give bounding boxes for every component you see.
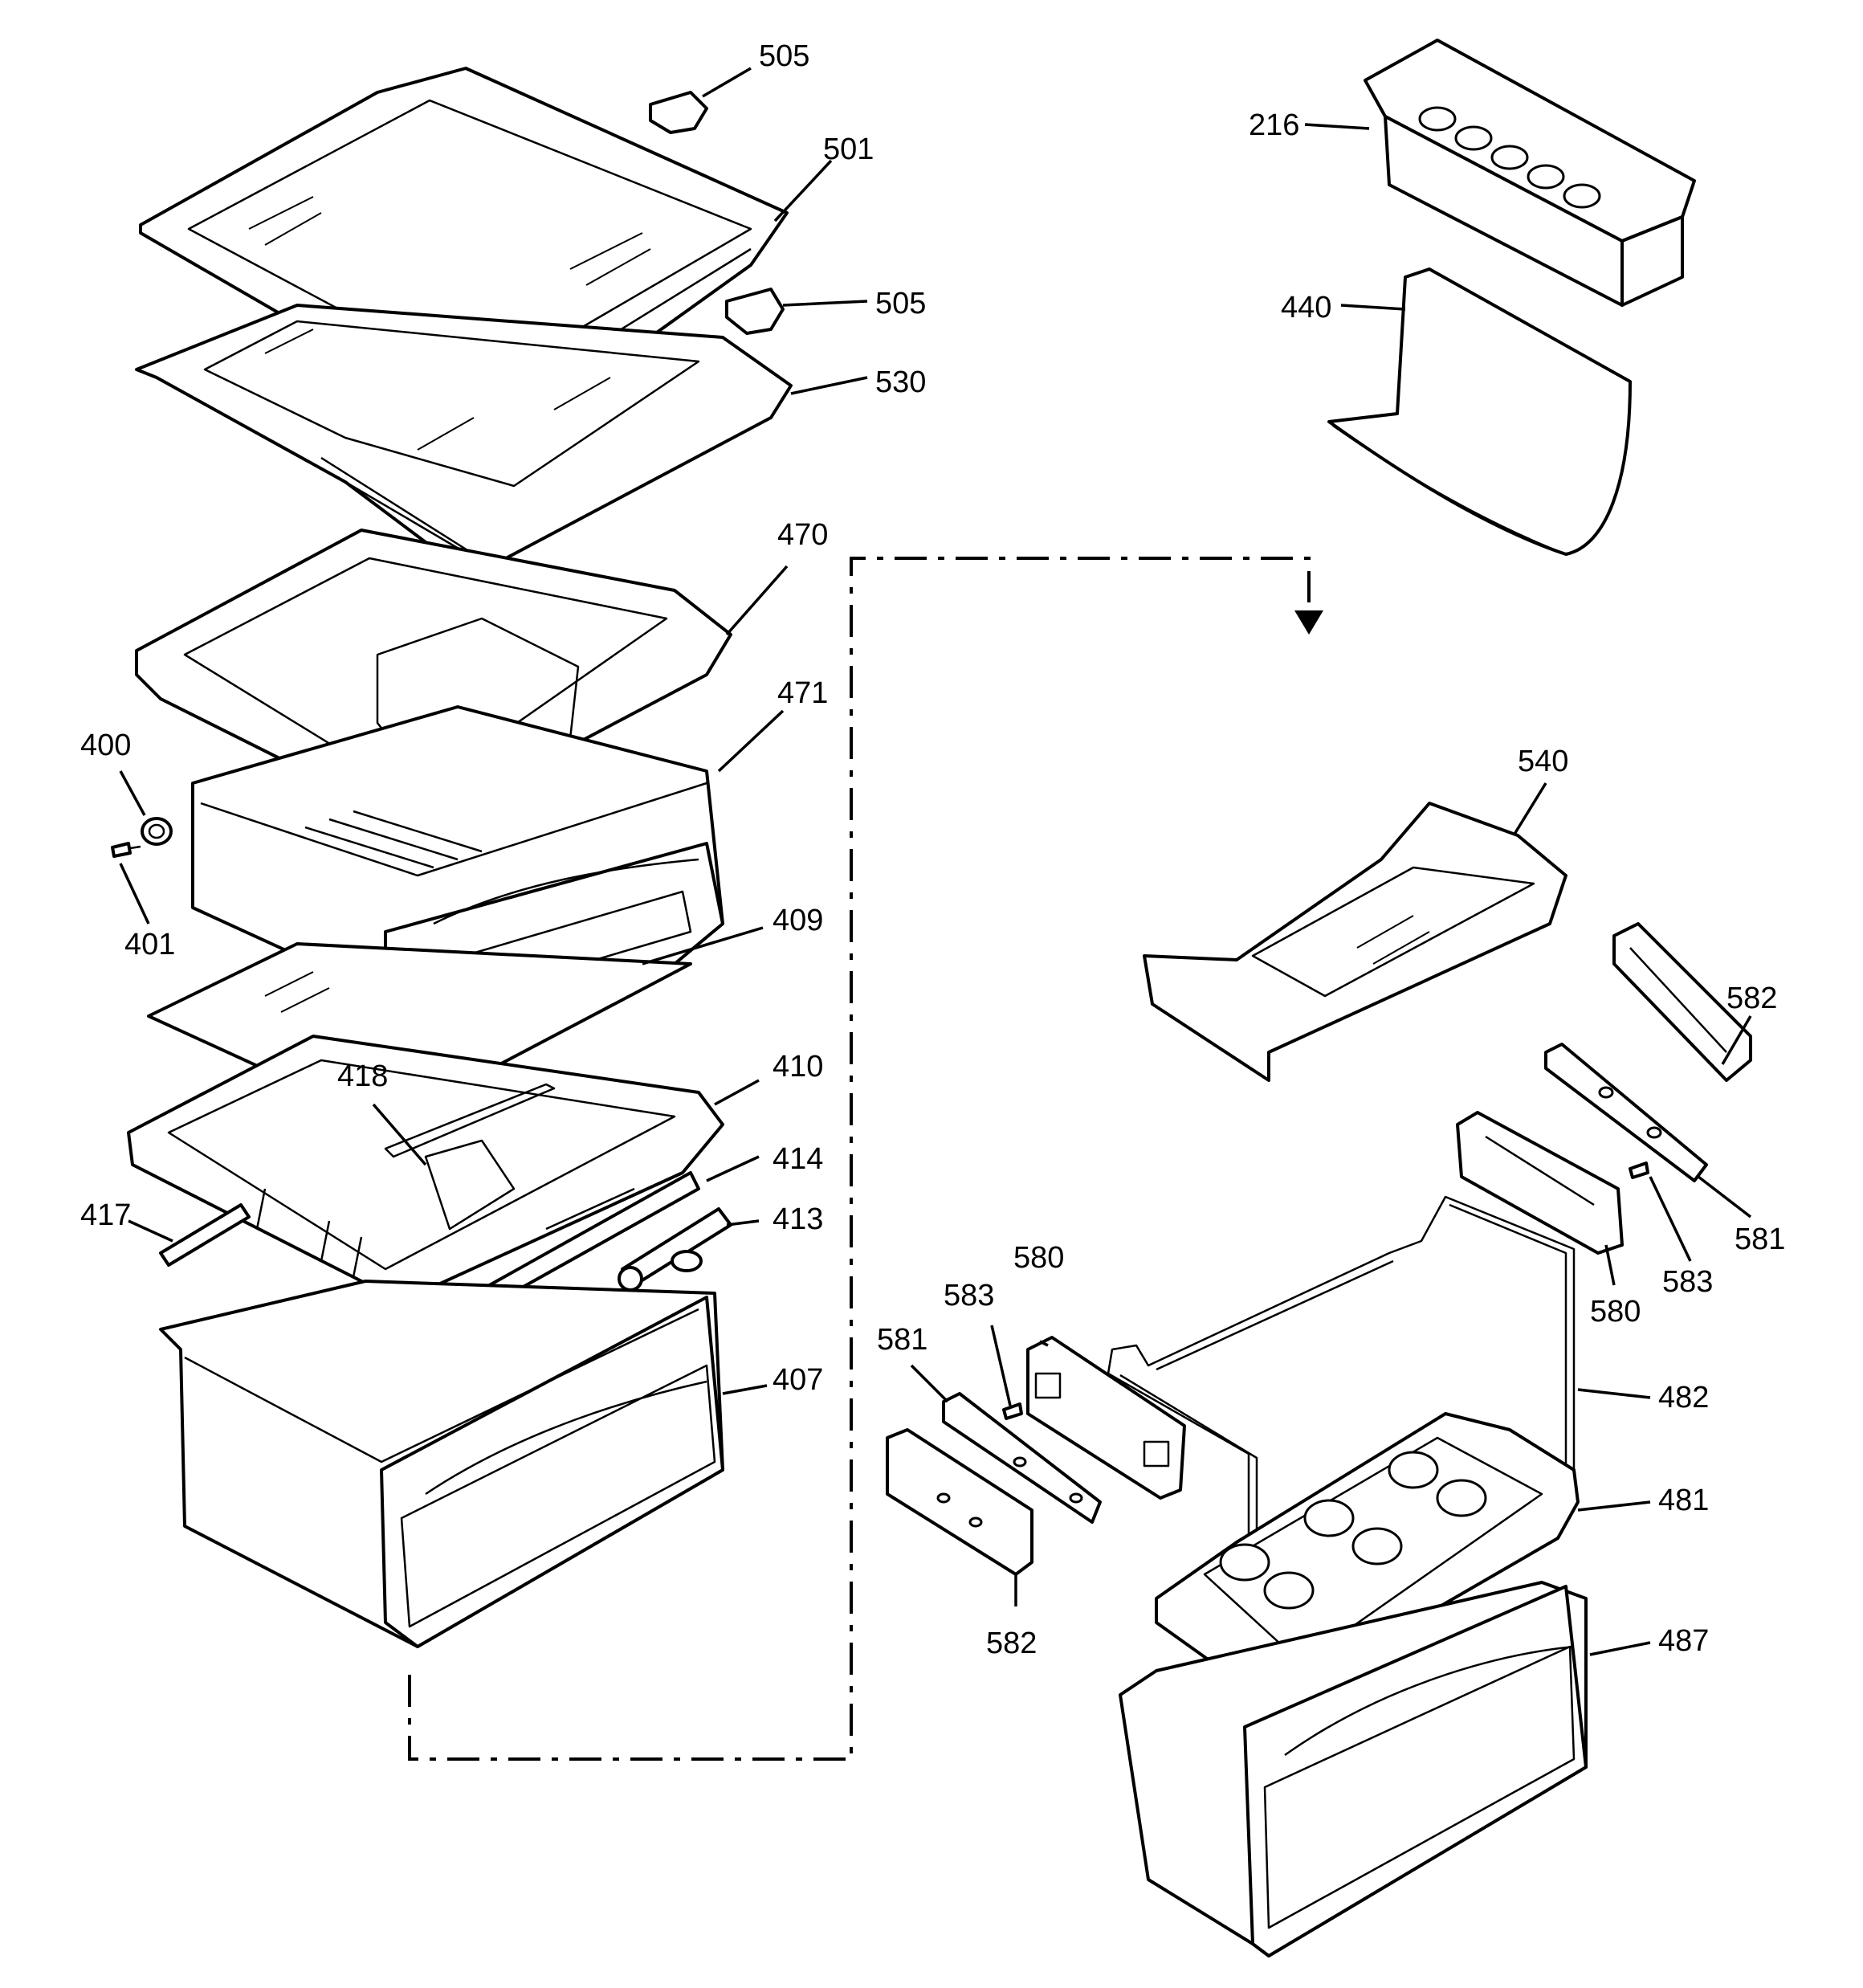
callout-leaders bbox=[119, 67, 1752, 1656]
part-487-bin-drawer bbox=[1119, 1581, 1588, 1957]
part-401-screw bbox=[111, 842, 141, 858]
callout-401: 401 bbox=[124, 928, 175, 961]
part-581-rail-lower bbox=[942, 1392, 1102, 1524]
part-440-curved-shelf bbox=[1327, 267, 1632, 556]
part-580-bracket-upper bbox=[1456, 1111, 1624, 1255]
part-505-clip-middle bbox=[725, 288, 785, 335]
callout-540: 540 bbox=[1518, 745, 1568, 778]
callout-482: 482 bbox=[1658, 1381, 1709, 1414]
callout-580a: 580 bbox=[1590, 1295, 1641, 1329]
callout-530: 530 bbox=[875, 365, 926, 399]
callout-501: 501 bbox=[823, 133, 874, 166]
part-540-shelf bbox=[1143, 802, 1567, 1082]
callout-471: 471 bbox=[777, 676, 828, 710]
part-407-bottom-drawer bbox=[159, 1280, 724, 1648]
callout-418: 418 bbox=[337, 1059, 388, 1093]
callout-582a: 582 bbox=[1726, 982, 1777, 1015]
callout-583a: 583 bbox=[1662, 1265, 1713, 1299]
callout-580b: 580 bbox=[1013, 1241, 1064, 1275]
part-418-rail bbox=[384, 1083, 556, 1158]
part-216-bin bbox=[1364, 39, 1696, 307]
callout-505b: 505 bbox=[875, 287, 926, 320]
part-530-shelf-frame bbox=[135, 304, 793, 580]
callout-581a: 581 bbox=[1735, 1223, 1785, 1256]
part-582-block-lower bbox=[886, 1428, 1033, 1576]
callout-400: 400 bbox=[80, 729, 131, 762]
callout-505a: 505 bbox=[759, 39, 809, 73]
part-581-rail-upper bbox=[1544, 1043, 1708, 1182]
part-410-crisper-frame bbox=[127, 1035, 724, 1303]
part-583-screw-lower bbox=[1002, 1402, 1023, 1420]
callout-216: 216 bbox=[1249, 108, 1299, 142]
part-505-clip-top bbox=[649, 91, 708, 134]
callout-413: 413 bbox=[773, 1202, 823, 1236]
callout-583b: 583 bbox=[944, 1279, 994, 1312]
callout-582b: 582 bbox=[986, 1627, 1037, 1660]
callout-407: 407 bbox=[773, 1363, 823, 1397]
callout-481: 481 bbox=[1658, 1484, 1709, 1517]
callout-470: 470 bbox=[777, 518, 828, 552]
part-400-knob bbox=[141, 817, 173, 846]
flow-path bbox=[408, 557, 1323, 1761]
callout-414: 414 bbox=[773, 1142, 823, 1176]
part-417-rod bbox=[159, 1203, 251, 1267]
callout-410: 410 bbox=[773, 1050, 823, 1084]
part-582-block-upper bbox=[1612, 922, 1752, 1082]
callout-487: 487 bbox=[1658, 1624, 1709, 1658]
callout-409: 409 bbox=[773, 904, 823, 937]
callout-417: 417 bbox=[80, 1198, 131, 1232]
part-583-screw-upper bbox=[1629, 1161, 1649, 1179]
callout-440: 440 bbox=[1281, 291, 1331, 325]
part-481-bin-insert bbox=[1155, 1412, 1580, 1704]
callout-581b: 581 bbox=[877, 1323, 927, 1357]
part-580-bracket-lower bbox=[1026, 1336, 1186, 1500]
